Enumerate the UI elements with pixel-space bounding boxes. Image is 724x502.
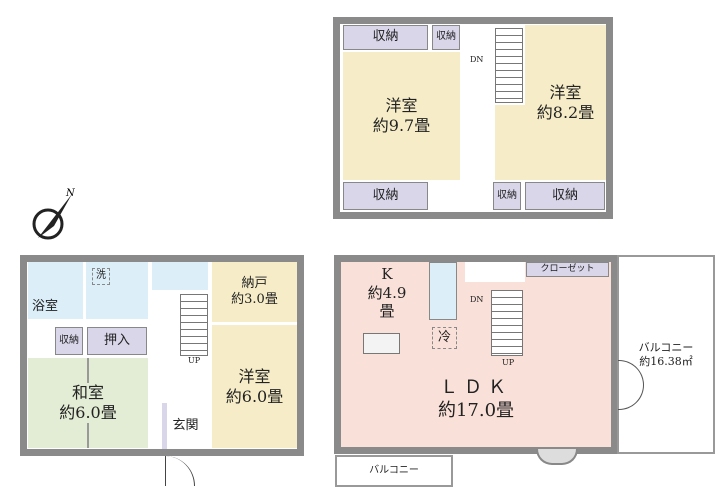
label: クローゼット [540, 263, 595, 274]
room-size: 約6.0畳 [225, 386, 284, 406]
closet: 押入 [87, 327, 147, 355]
room-size: 約9.7畳 [372, 116, 431, 135]
label: 収納 [497, 189, 517, 201]
western-room: 洋室約6.0畳 [212, 325, 297, 448]
label: 収納 [551, 187, 578, 203]
washroom: 洗 [86, 262, 148, 319]
room-name: K [381, 264, 393, 283]
washer-label: 洗 [92, 268, 110, 285]
label: バルコニー [638, 340, 694, 354]
toilet [152, 262, 208, 290]
bathroom: 浴室 [28, 262, 83, 319]
label: バルコニー [369, 464, 419, 476]
storage-bottom-left: 収納 [343, 182, 428, 210]
area: 約16.38㎡ [639, 354, 693, 368]
storage-top-left: 収納 [343, 25, 428, 50]
room-name: 洋室 [385, 96, 418, 115]
staircase [495, 28, 523, 103]
label: 収納 [372, 187, 399, 203]
staircase [180, 294, 208, 356]
room-size: 約17.0畳 [437, 399, 515, 421]
room-name: 納戸 [241, 275, 268, 291]
japanese-room: 和室約6.0畳 [28, 358, 148, 448]
stair-dn-label: DN [470, 295, 484, 304]
label: 押入 [103, 332, 130, 348]
room-name: 洋室 [238, 366, 271, 386]
stair-landing [465, 262, 525, 282]
balcony-bottom: バルコニー [335, 455, 453, 487]
label: 収納 [372, 29, 399, 45]
storage-bottom-right: 収納 [525, 182, 605, 210]
kitchen-sink [363, 333, 400, 354]
closet: クローゼット [526, 262, 609, 277]
room-name: ＬＤＫ [440, 377, 512, 398]
label: 玄関 [172, 417, 199, 433]
room-size: 約3.0畳 [231, 292, 278, 307]
label: 収納 [59, 334, 79, 346]
room-size: 約6.0畳 [59, 403, 117, 423]
western-room-left: 洋室約9.7畳 [343, 52, 460, 180]
storage-room: 納戸約3.0畳 [212, 262, 297, 322]
label: 浴室 [32, 298, 59, 314]
storage: 収納 [55, 327, 83, 355]
staircase [491, 290, 523, 356]
bay-window [536, 449, 578, 465]
stair-up-label: UP [502, 358, 515, 367]
stair-up-label: UP [188, 356, 201, 365]
storage-top-small: 収納 [432, 25, 460, 50]
room-size: 約8.2畳 [536, 102, 595, 122]
stair-dn-label: DN [470, 55, 484, 64]
room-name: 和室 [71, 383, 104, 403]
label: 冷 [437, 329, 451, 345]
balcony-right: バルコニー約16.38㎡ [617, 255, 715, 454]
entrance: 玄関 [162, 403, 204, 449]
compass-icon: N [28, 186, 78, 246]
svg-text:N: N [65, 188, 76, 199]
storage-bottom-small: 収納 [493, 182, 521, 210]
fridge-space: 冷 [432, 327, 457, 349]
western-room-right: 洋室約8.2畳 [525, 25, 606, 180]
western-room-right-alcove [495, 105, 525, 180]
label: 収納 [436, 31, 456, 43]
toilet [429, 262, 457, 320]
room-name: 洋室 [549, 82, 582, 102]
room-size: 約4.9畳 [367, 283, 407, 321]
entrance-door[interactable] [165, 456, 195, 486]
